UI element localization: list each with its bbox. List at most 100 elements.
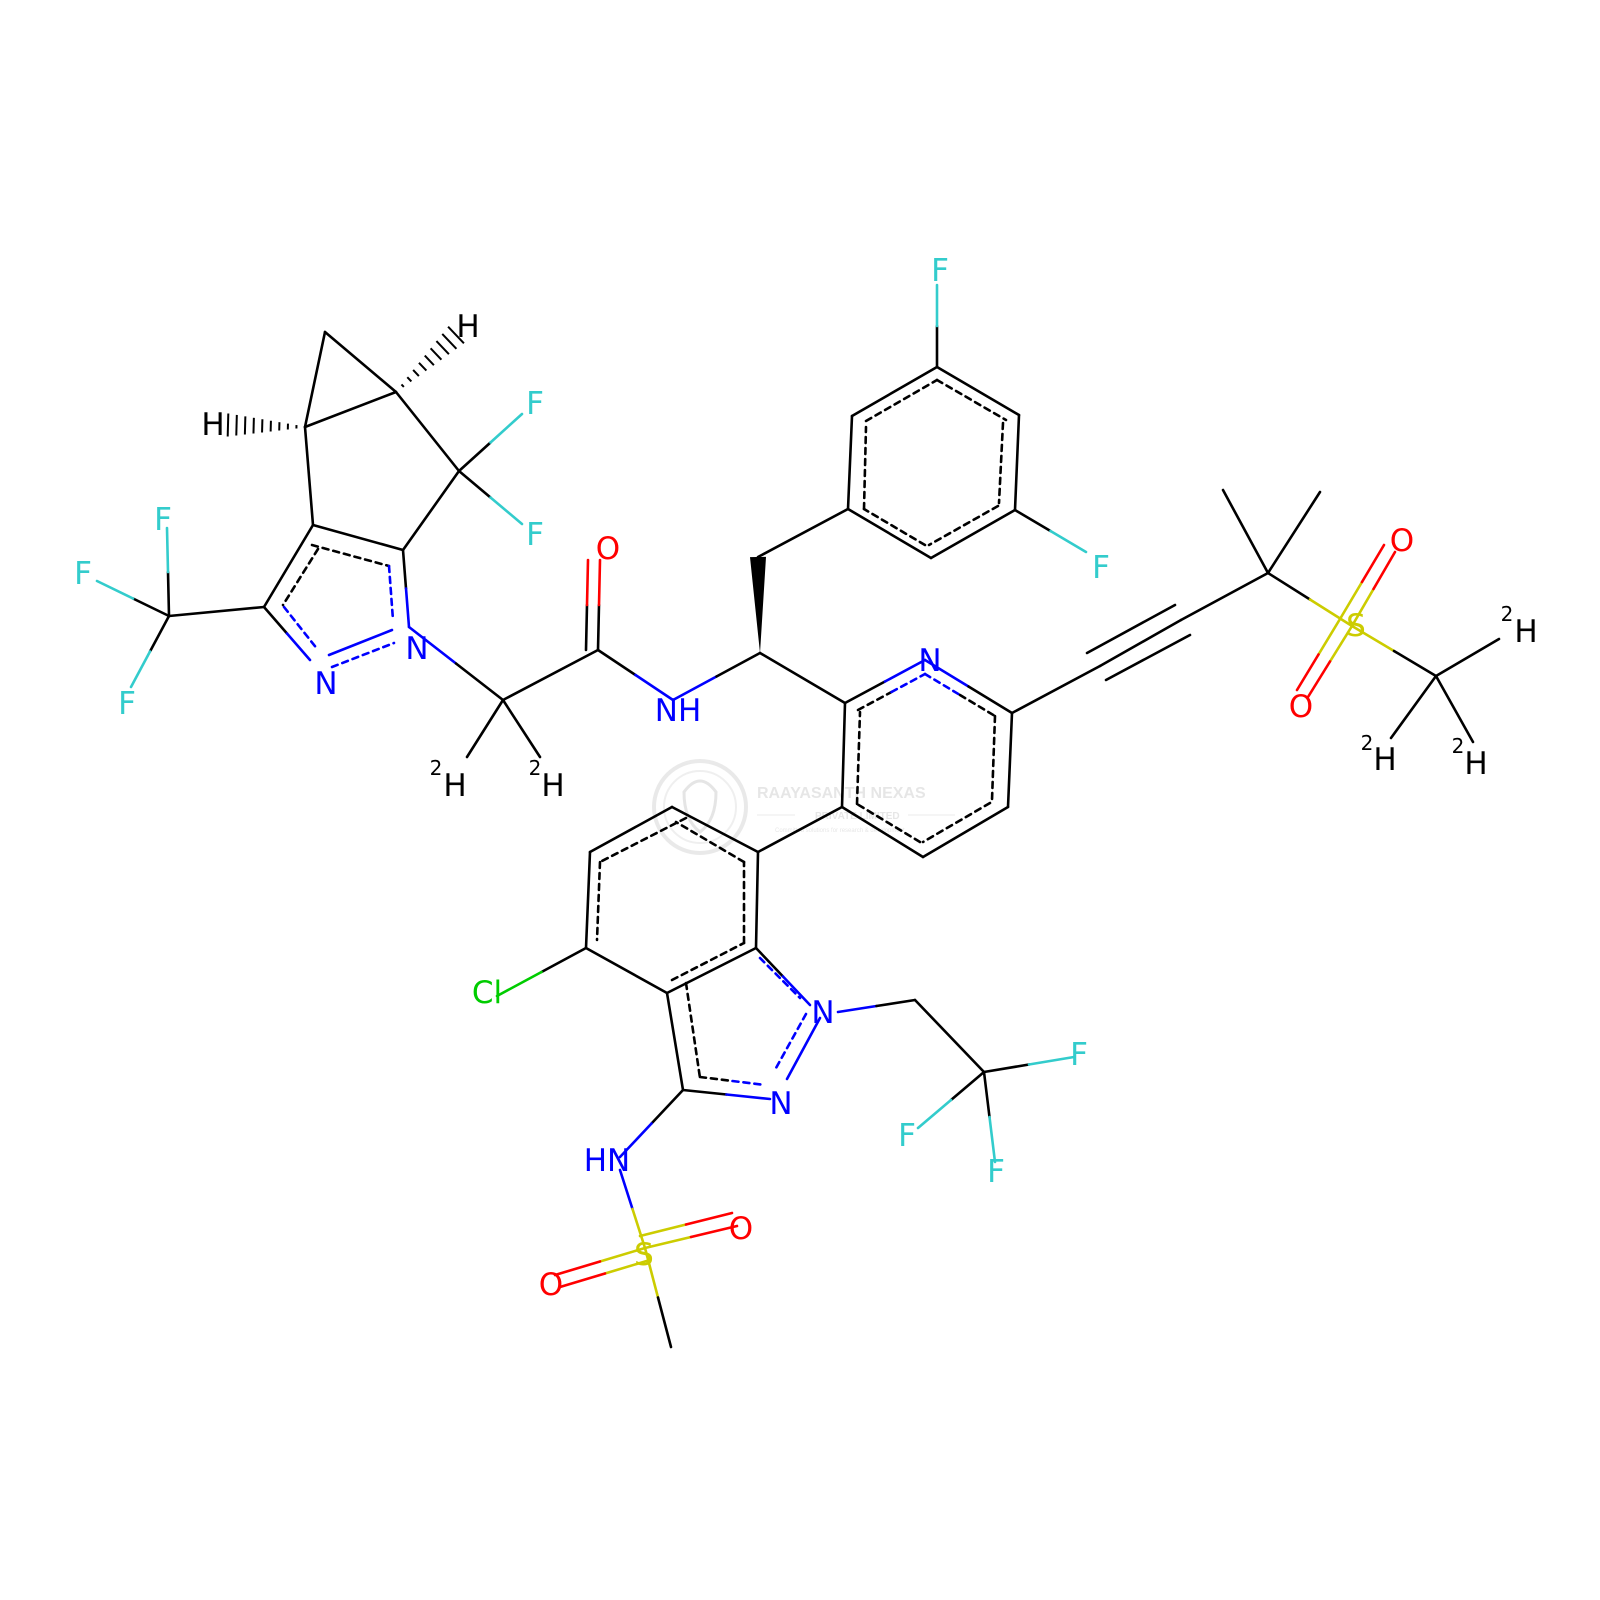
bond [935, 378, 1008, 422]
bond [754, 850, 760, 950]
atom-f_tri_b: F [74, 556, 92, 592]
bond [756, 805, 844, 854]
bond [1266, 490, 1322, 575]
bond [394, 390, 461, 473]
bond [603, 1258, 652, 1275]
bond [774, 1012, 808, 1070]
bond [585, 558, 590, 607]
bond [598, 816, 688, 864]
watermark-logo-icon [652, 759, 748, 855]
bond [927, 504, 1000, 547]
atom-o_msa_b: O [539, 1267, 563, 1303]
isotope-label: 2 [1452, 734, 1465, 758]
bond [618, 1122, 653, 1159]
stereo-hash-left [226, 413, 307, 437]
isotope-label: 2 [430, 756, 443, 780]
atom-f_tri_c: F [118, 686, 136, 722]
bond [1389, 674, 1438, 740]
bond [988, 1115, 997, 1164]
bond [836, 1004, 878, 1014]
atom-n_ind2: N [769, 1086, 792, 1122]
bond [665, 991, 685, 1092]
bond [1328, 624, 1354, 663]
atom-d_me_c: H [1464, 746, 1487, 782]
bond [982, 1063, 1031, 1074]
bond [148, 614, 171, 653]
bond [501, 698, 542, 759]
atom-d_ch2_b: H [541, 768, 564, 804]
bond [558, 1272, 607, 1289]
bond [631, 1207, 647, 1250]
bond [855, 802, 922, 844]
bond [684, 1211, 734, 1226]
bond [913, 998, 986, 1074]
atom-f_ar_b: F [1092, 550, 1110, 586]
atom-o_sul_b: O [1289, 689, 1313, 725]
bond [262, 605, 289, 635]
bond [310, 543, 391, 568]
bond [387, 564, 395, 622]
bond [454, 662, 505, 702]
atom-o_amide: O [596, 531, 620, 567]
bond [330, 641, 396, 669]
bond [401, 469, 461, 552]
atom-nh_amide: NH [655, 693, 702, 729]
bond [843, 680, 887, 705]
bond [725, 1093, 772, 1101]
bond [281, 547, 320, 607]
bond [958, 693, 997, 718]
atom-hn_sulfonamide: HN [584, 1143, 631, 1179]
bond [862, 425, 868, 511]
bond [584, 850, 592, 950]
bond [597, 558, 602, 607]
bond [311, 523, 405, 552]
bond [95, 579, 135, 600]
bond [1317, 617, 1342, 656]
bond [731, 1079, 767, 1087]
isotope-label: 2 [529, 756, 542, 780]
bond [715, 651, 762, 678]
bond [674, 820, 746, 864]
atom-f_tfe_a: F [1070, 1037, 1088, 1073]
bond [862, 507, 927, 547]
bond [689, 1224, 739, 1239]
bond [890, 672, 927, 694]
bond [1013, 508, 1052, 533]
bond [840, 805, 925, 859]
bond [921, 801, 992, 844]
bond [997, 421, 1005, 505]
stereo-hash-right [394, 325, 465, 394]
bond [1372, 550, 1397, 591]
stereo-bonds [226, 325, 766, 653]
bond [671, 675, 718, 702]
bond [684, 981, 702, 1080]
bond [840, 701, 847, 809]
bonds [95, 283, 1501, 1349]
bond [596, 648, 637, 677]
bond [285, 632, 312, 662]
bond [465, 698, 505, 759]
bond [1350, 587, 1375, 628]
bond [1266, 571, 1312, 601]
bond [638, 1223, 688, 1238]
bond [1010, 664, 1102, 715]
bond [596, 603, 601, 652]
bond [1306, 660, 1332, 699]
isotope-label: 2 [1361, 731, 1374, 755]
bond [921, 805, 1010, 859]
bond [1350, 624, 1396, 653]
bond [864, 378, 939, 423]
atom-d_ch2_a: H [443, 768, 466, 804]
bond [1013, 413, 1021, 512]
bond [982, 1070, 991, 1119]
bond [875, 998, 917, 1008]
bond [846, 507, 933, 560]
bond [457, 469, 492, 499]
bond [949, 1070, 986, 1102]
bond [282, 605, 320, 652]
bond [588, 805, 674, 854]
bond [501, 648, 600, 702]
bond [670, 805, 760, 854]
